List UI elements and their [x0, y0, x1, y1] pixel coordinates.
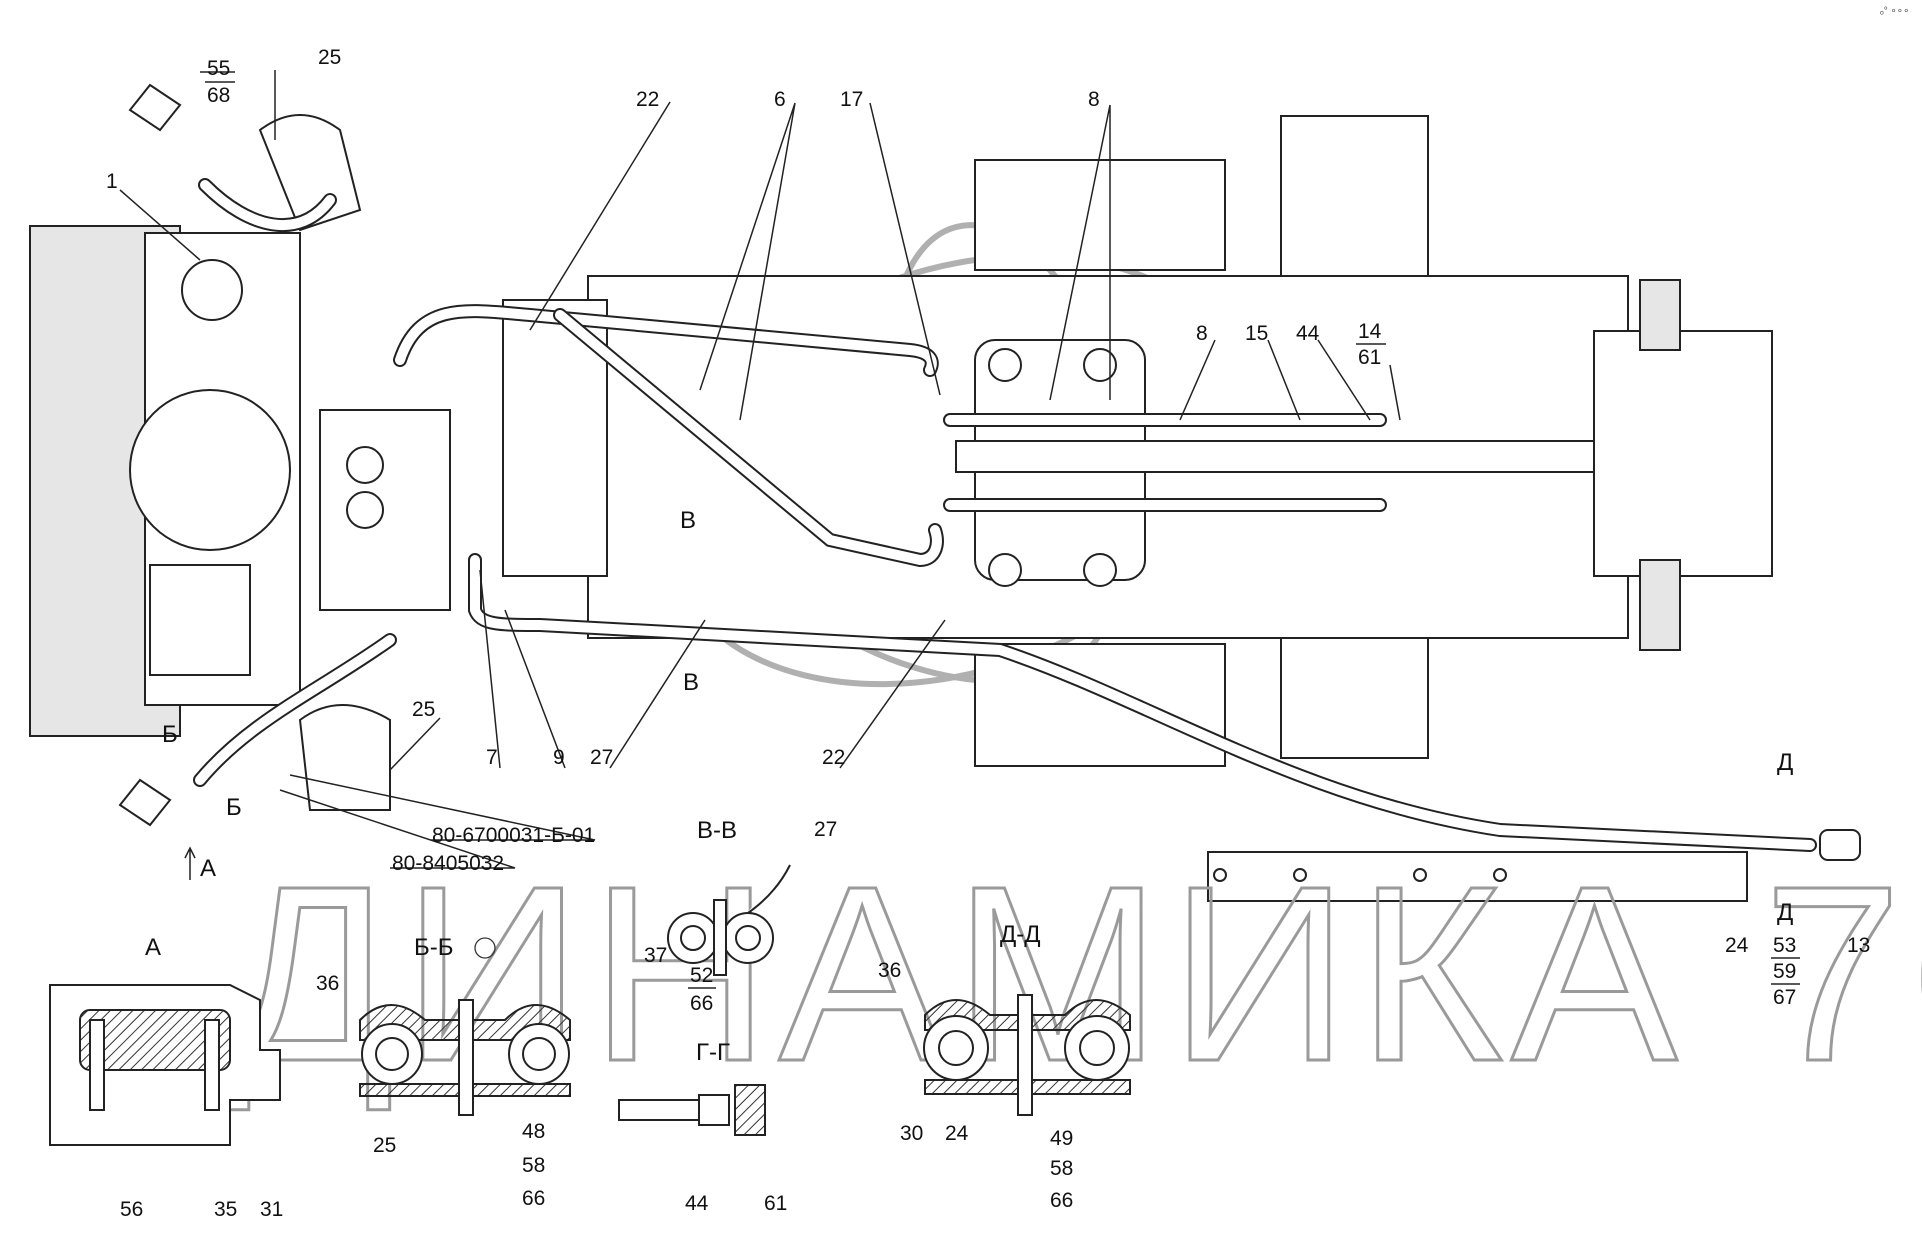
- callout-22: 22: [636, 88, 659, 111]
- callout-1: 1: [106, 170, 118, 193]
- callout-48: 48: [522, 1120, 545, 1143]
- callout-14: 14: [1358, 320, 1382, 343]
- part-number-2: 80-8405032: [392, 852, 504, 875]
- section-mark-d: Д: [1777, 749, 1793, 776]
- callout-22: 22: [822, 746, 845, 769]
- callout-13: 13: [1847, 934, 1870, 957]
- section-mark-b: Б: [162, 721, 178, 748]
- corner-mark: ₒ° ∘∘∘: [1880, 6, 1909, 17]
- leader-lines: [119, 70, 1401, 869]
- section-title-bb: Б-Б: [414, 934, 454, 961]
- coupling-13: [1819, 829, 1861, 861]
- callout-44: 44: [685, 1192, 709, 1215]
- callout-6: 6: [774, 88, 786, 111]
- callout-24: 24: [945, 1122, 969, 1145]
- callout-49: 49: [1050, 1127, 1073, 1150]
- section-mark-d: Д: [1777, 899, 1793, 926]
- callout-8: 8: [1088, 88, 1100, 111]
- callout-66: 66: [522, 1187, 545, 1210]
- callout-68: 68: [207, 84, 230, 107]
- callout-66: 66: [1050, 1189, 1073, 1212]
- callout-25: 25: [318, 46, 341, 69]
- callout-59: 59: [1773, 960, 1796, 983]
- section-vv: В-В 27 37 52 66: [644, 817, 837, 1015]
- callout-27: 27: [590, 746, 613, 769]
- section-mark-v: В: [683, 669, 699, 696]
- callout-37: 37: [644, 944, 667, 967]
- section-gg: Г-Г 44 61: [618, 1039, 787, 1215]
- callout-25: 25: [373, 1134, 396, 1157]
- section-mark-b: Б: [226, 794, 242, 821]
- section-title-vv: В-В: [697, 817, 737, 844]
- tractor-chassis: [29, 83, 1861, 902]
- callout-27: 27: [814, 818, 837, 841]
- callout-61: 61: [764, 1192, 787, 1215]
- callout-25: 25: [412, 698, 435, 721]
- callout-24: 24: [1725, 934, 1749, 957]
- callouts: 55 68 25 1 22 6 17 8 8 15 44 14 61 7 9 2…: [106, 46, 1870, 1009]
- callout-66: 66: [690, 992, 713, 1015]
- section-title-gg: Г-Г: [696, 1039, 730, 1066]
- callout-7: 7: [486, 746, 498, 769]
- callout-61: 61: [1358, 346, 1381, 369]
- rear-axle: [1593, 330, 1773, 577]
- callout-36: 36: [316, 972, 339, 995]
- callout-30: 30: [900, 1122, 923, 1145]
- callout-9: 9: [553, 746, 565, 769]
- callout-31: 31: [260, 1198, 283, 1221]
- callout-15: 15: [1245, 322, 1268, 345]
- callout-17: 17: [840, 88, 863, 111]
- view-a: А 56 35 31: [49, 934, 283, 1221]
- section-title-dd: Д-Д: [1000, 921, 1041, 948]
- section-title-a: А: [145, 934, 161, 961]
- callout-52: 52: [690, 964, 713, 987]
- hydraulic-lines: [193, 178, 1817, 852]
- part-number-1: 80-6700031-Б-01: [432, 824, 595, 847]
- callout-58: 58: [522, 1154, 545, 1177]
- upper-bracket: [974, 159, 1226, 271]
- lower-mount: [298, 704, 391, 811]
- hydraulic-distributor: [319, 409, 451, 611]
- callout-36: 36: [878, 959, 901, 982]
- lower-block: [974, 643, 1226, 767]
- section-dd: Д-Д 36 30 24 49 58 66: [878, 921, 1131, 1212]
- callout-67: 67: [1773, 986, 1796, 1009]
- callout-44: 44: [1296, 322, 1320, 345]
- section-bb: Б-Б 36 25 48 58 66: [316, 934, 571, 1210]
- section-mark-v: В: [680, 507, 696, 534]
- callout-35: 35: [214, 1198, 237, 1221]
- upper-block: [1280, 115, 1429, 277]
- callout-53: 53: [1773, 934, 1796, 957]
- callout-56: 56: [120, 1198, 143, 1221]
- view-a-arrow-label: А: [200, 855, 216, 882]
- callout-58: 58: [1050, 1157, 1073, 1180]
- callout-8: 8: [1196, 322, 1208, 345]
- callout-55: 55: [207, 57, 230, 80]
- flange: [129, 389, 291, 551]
